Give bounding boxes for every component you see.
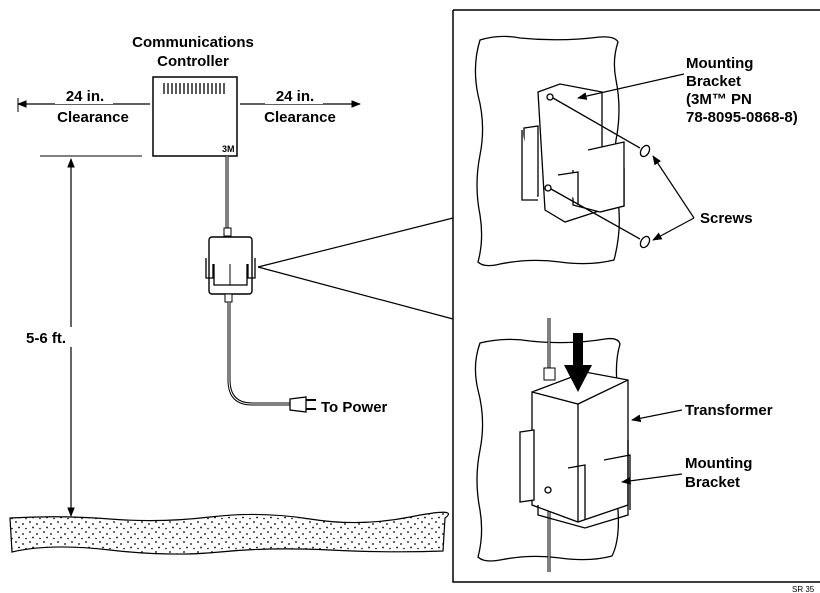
bracket-label-line4: 78-8095-0868-8): [686, 109, 798, 126]
transformer-cord-icon: [543, 318, 556, 572]
screws-label: Screws: [700, 210, 753, 227]
clearance-left-text: Clearance: [57, 109, 129, 126]
callout-line-top: [257, 217, 454, 268]
clearance-right-text: Clearance: [264, 109, 336, 126]
controller-title-line2: Controller: [157, 53, 229, 70]
controller-title-line1: Communications: [132, 34, 254, 51]
controller-vent-icon: [163, 83, 225, 94]
power-cord: [227, 302, 292, 406]
figure-code: SR 35: [792, 585, 815, 593]
clearance-left-label: 24 in. Clearance: [45, 87, 137, 126]
transformer-label: Transformer: [685, 402, 773, 419]
controller-logo: 3M: [222, 144, 235, 154]
power-plug-icon: [289, 396, 316, 413]
bracket-pointer-bottom: [621, 473, 683, 485]
screw-icon: [550, 97, 651, 249]
transformer-large: [531, 371, 629, 523]
bracket-pointer-top: [577, 73, 685, 100]
detail-panel: [452, 9, 820, 583]
bracket-label-line3: (3M™ PN: [686, 91, 752, 108]
bottom-bracket-label-line2: Bracket: [685, 474, 740, 491]
bracket-label-line1: Mounting: [686, 55, 753, 72]
top-detail: Mounting Bracket (3M™ PN 78-8095-0868-8)…: [474, 35, 798, 267]
callout-line-bottom: [257, 266, 454, 320]
clearance-right-label: 24 in. Clearance: [253, 87, 345, 126]
cord-strain-relief-top: [223, 227, 232, 237]
down-arrow-icon: [564, 333, 592, 392]
transformer-small: [205, 236, 256, 295]
screw-pointer-1: [652, 155, 695, 219]
transformer-pointer: [631, 409, 683, 423]
power-label: To Power: [321, 399, 388, 416]
floor: [9, 511, 450, 555]
communications-controller: 3M: [152, 76, 238, 157]
controller-title: Communications Controller: [132, 34, 254, 70]
mounting-bracket-top: [521, 83, 625, 223]
height-label-bg: [25, 327, 85, 347]
height-label: 5-6 ft.: [26, 330, 66, 347]
screw-pointer-2: [652, 217, 695, 241]
clearance-left-value: 24 in.: [66, 88, 104, 105]
mounting-bracket-bottom: [519, 429, 631, 529]
bottom-bracket-label-line1: Mounting: [685, 455, 752, 472]
bracket-label-line2: Bracket: [686, 73, 741, 90]
bottom-detail: Transformer Mounting Bracket: [474, 318, 773, 572]
clearance-right-value: 24 in.: [276, 88, 314, 105]
cord-strain-relief-bottom: [224, 293, 233, 303]
